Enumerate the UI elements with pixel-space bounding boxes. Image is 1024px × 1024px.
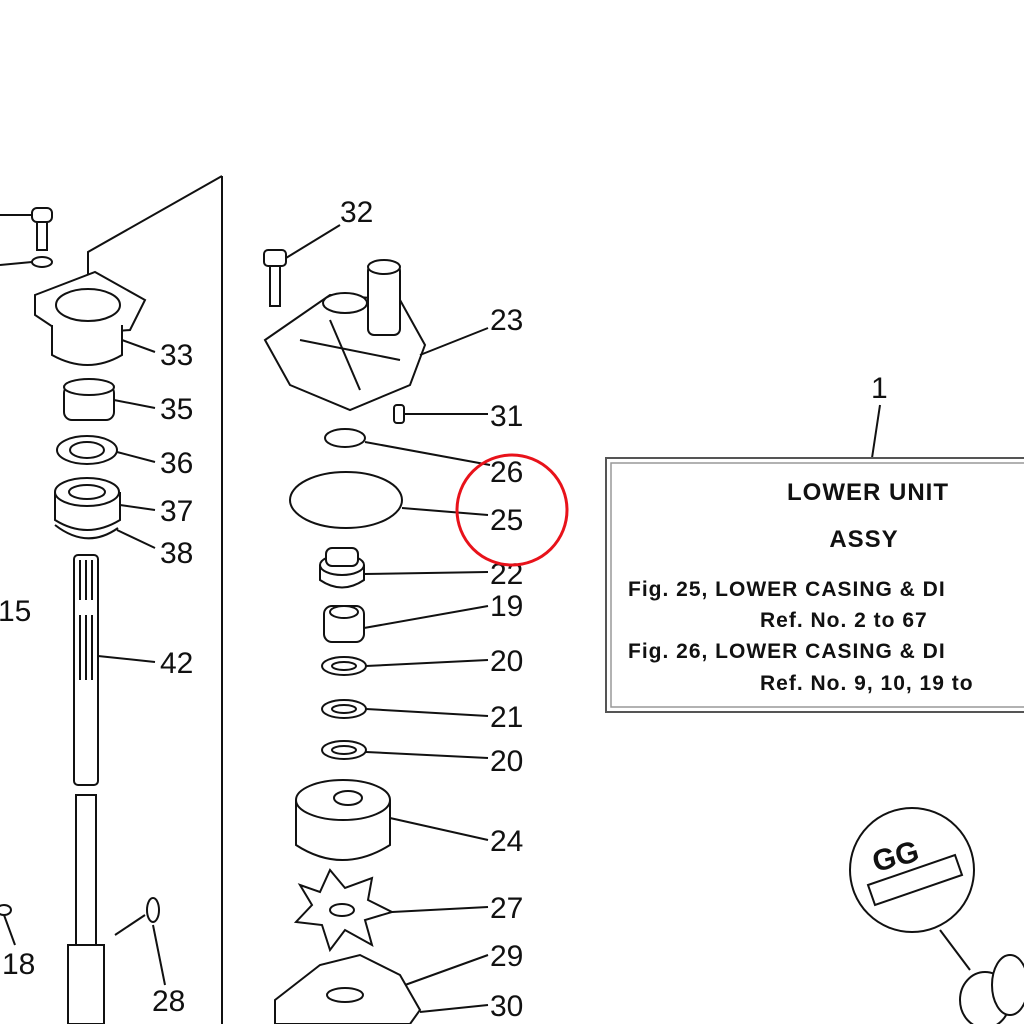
callout-36: 36 <box>160 447 193 480</box>
callout-18: 18 <box>2 948 35 981</box>
callout-30: 30 <box>490 990 523 1023</box>
info-line4: Ref. No. 9, 10, 19 to <box>760 672 974 695</box>
callout-28: 28 <box>152 985 185 1018</box>
callout-21: 21 <box>490 701 523 734</box>
callout-15: 15 <box>0 595 31 628</box>
bearing-housing-part-33 <box>34 270 156 366</box>
callout-26: 26 <box>490 456 523 489</box>
pin-part-31 <box>393 404 488 424</box>
info-title-line1: LOWER UNIT <box>787 479 949 506</box>
callout-23: 23 <box>490 304 523 337</box>
sleeve-part-22 <box>319 547 489 589</box>
key-part-28 <box>114 897 166 986</box>
callout-19: 19 <box>490 590 523 623</box>
o-ring-part-25 <box>289 471 489 529</box>
callout-25: 25 <box>490 504 523 537</box>
callout-37: 37 <box>160 495 193 528</box>
callout-27: 27 <box>490 892 523 925</box>
callout-20b: 20 <box>490 745 523 778</box>
info-title-line2: ASSY <box>829 526 898 553</box>
callout-38: 38 <box>160 537 193 570</box>
callout-1: 1 <box>871 372 888 405</box>
bearing-part-35 <box>63 378 156 421</box>
insert-cartridge-part-24 <box>295 779 489 861</box>
leader-line-1 <box>871 404 881 459</box>
callout-24: 24 <box>490 825 523 858</box>
pump-housing-part-23 <box>263 259 489 412</box>
info-line3: Fig. 26, LOWER CASING & DI <box>628 640 946 663</box>
callout-29: 29 <box>490 940 523 973</box>
bolt-part <box>0 207 53 268</box>
info-line2: Ref. No. 2 to 67 <box>760 609 928 632</box>
info-line1: Fig. 25, LOWER CASING & DI <box>628 578 946 601</box>
outer-plate-part-29 <box>274 953 489 1024</box>
seal-part-37-38 <box>54 477 156 549</box>
pin-part-18 <box>0 904 16 946</box>
bolt-part-32 <box>263 224 341 307</box>
callout-35: 35 <box>160 393 193 426</box>
callout-20a: 20 <box>490 645 523 678</box>
washer-part-20b <box>321 740 489 760</box>
callout-42: 42 <box>160 647 193 680</box>
o-ring-part-26 <box>324 428 491 466</box>
callout-31: 31 <box>490 400 523 433</box>
impeller-part-27 <box>293 868 489 953</box>
drive-shaft-part-42 <box>67 554 156 1024</box>
highlight-circle <box>455 453 569 567</box>
grease-detail-inset: GG <box>849 807 1024 1024</box>
callout-33: 33 <box>160 339 193 372</box>
callout-32: 32 <box>340 196 373 229</box>
washer-part-20a <box>321 656 489 676</box>
info-box: LOWER UNIT ASSY Fig. 25, LOWER CASING & … <box>605 457 1024 713</box>
seal-part-19 <box>323 605 489 643</box>
washer-part-36 <box>56 435 156 465</box>
bearing-part-21 <box>321 699 489 719</box>
